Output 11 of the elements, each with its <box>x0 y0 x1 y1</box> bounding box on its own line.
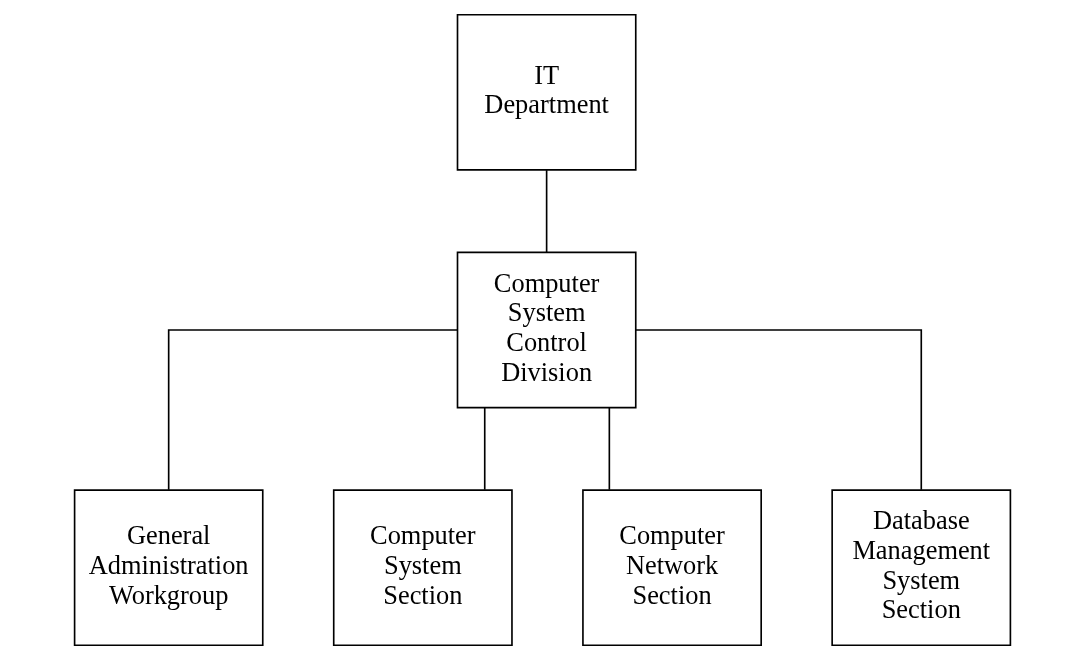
connector <box>635 329 923 491</box>
connector <box>483 407 486 491</box>
node-box: Database Management System Section <box>831 489 1012 647</box>
node-box: General Administration Workgroup <box>73 489 264 647</box>
node-box: Computer System Control Division <box>456 251 637 409</box>
node-box: Computer Network Section <box>582 489 762 647</box>
connector <box>167 329 458 491</box>
node-box: IT Department <box>456 13 637 171</box>
node-box: Computer System Section <box>332 489 513 647</box>
connector <box>545 169 548 253</box>
connector <box>608 407 611 491</box>
